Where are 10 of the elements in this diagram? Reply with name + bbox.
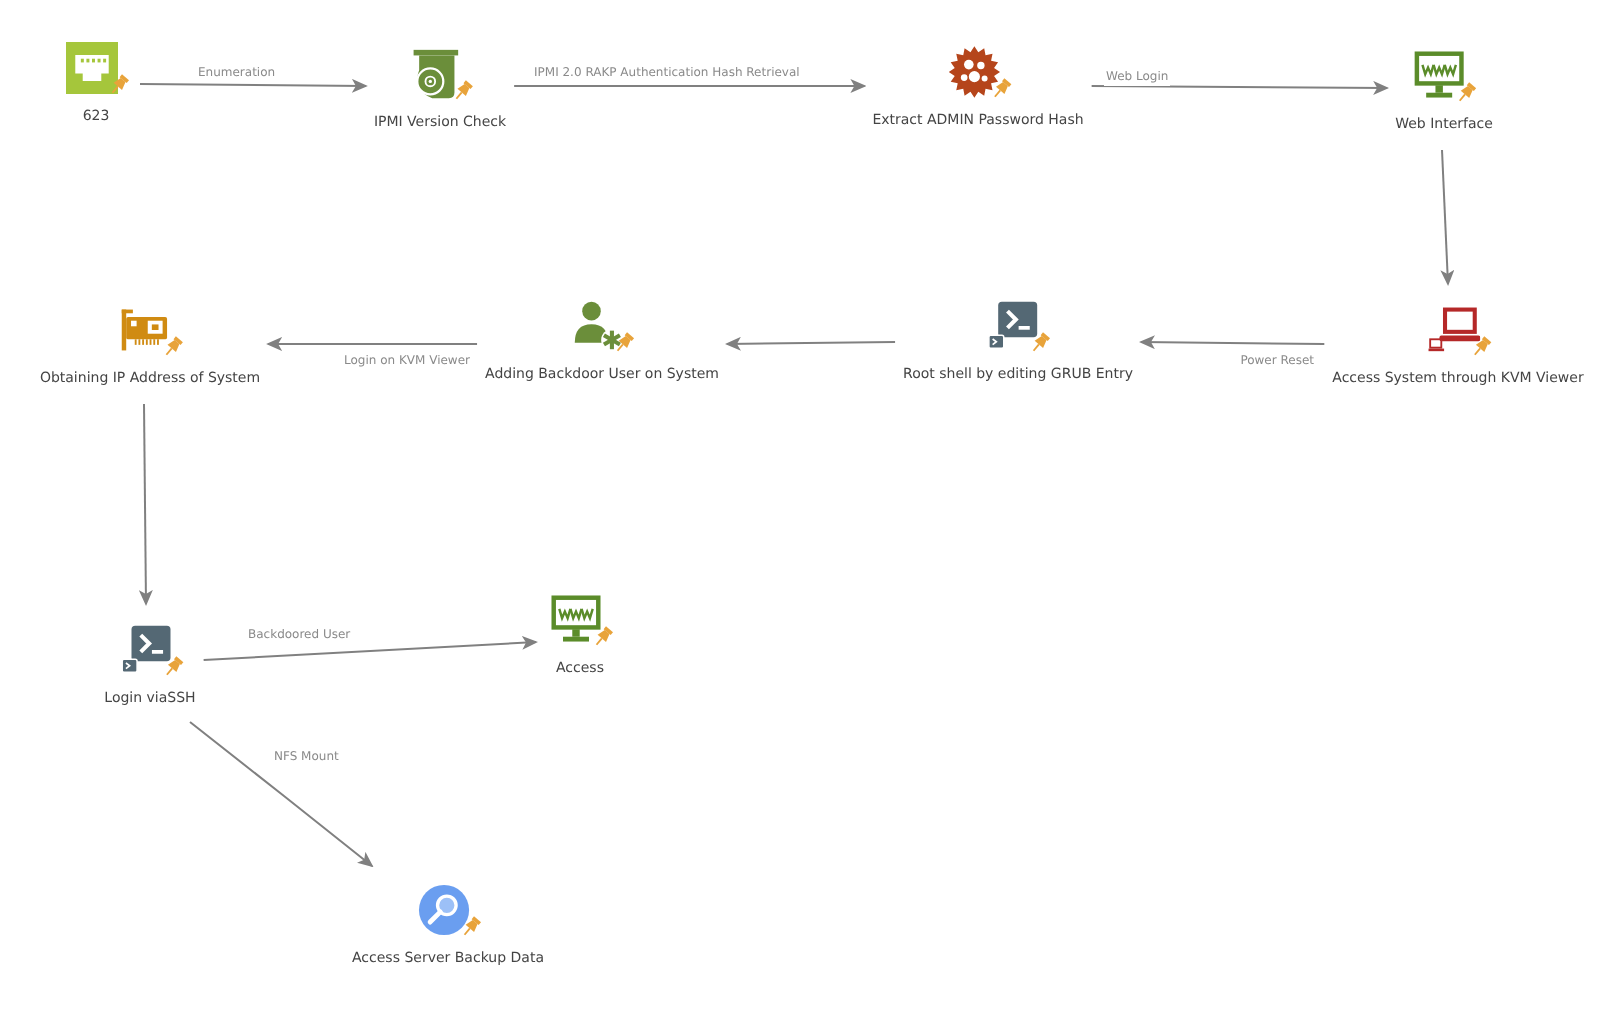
arrow [724, 336, 897, 351]
arrow [189, 721, 374, 868]
arrow [1138, 335, 1326, 350]
arrow [1090, 80, 1390, 95]
arrow [266, 337, 479, 351]
arrow [513, 79, 867, 93]
arrow [202, 635, 538, 661]
arrow [139, 78, 368, 93]
arrow [138, 403, 153, 606]
arrow [1440, 149, 1455, 286]
